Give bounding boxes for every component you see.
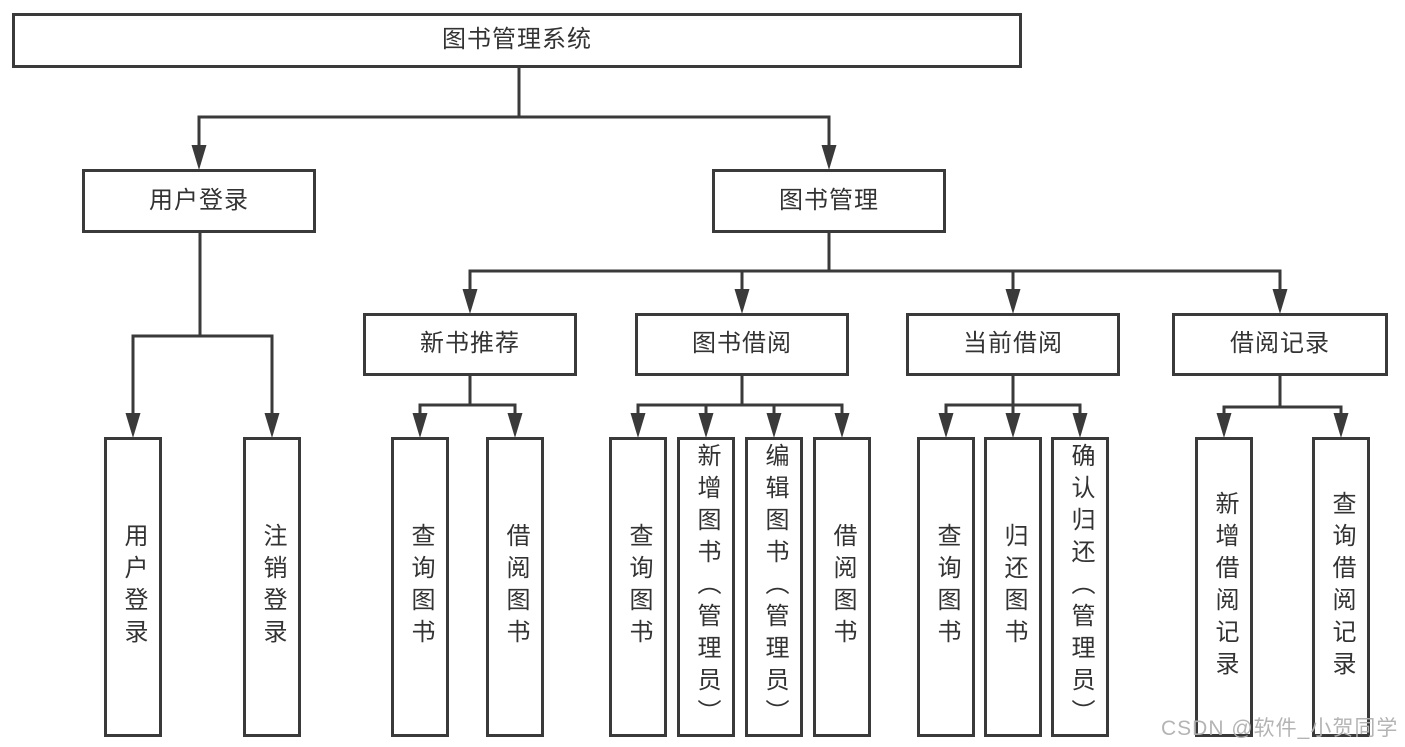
leaf-label: 查询图书 [625, 523, 652, 651]
leaf-label: 借阅图书 [502, 523, 529, 651]
node-borrow-records: 借阅记录 [1172, 313, 1388, 376]
csdn-watermark: CSDN @软件_小贺同学 [1161, 717, 1399, 740]
leaf-confirm-return-admin: 确认归还（管理员） [1051, 437, 1109, 737]
leaf-label: 注销登录 [259, 523, 286, 651]
node-label: 用户登录 [149, 186, 249, 214]
leaf-edit-book-admin: 编辑图书（管理员） [745, 437, 803, 737]
node-book-management-system: 图书管理系统 [12, 13, 1022, 68]
leaf-query-book-current: 查询图书 [917, 437, 975, 737]
leaf-label: 确认归还（管理员） [1067, 443, 1094, 731]
leaf-return-book: 归还图书 [984, 437, 1042, 737]
node-label: 图书借阅 [692, 330, 792, 358]
node-user-login: 用户登录 [82, 169, 316, 233]
leaf-query-borrow-record: 查询借阅记录 [1312, 437, 1370, 737]
leaf-label: 查询图书 [933, 523, 960, 651]
node-label: 新书推荐 [420, 330, 520, 358]
leaf-borrow-book: 借阅图书 [813, 437, 871, 737]
leaf-label: 查询借阅记录 [1328, 491, 1355, 683]
node-current-borrow: 当前借阅 [906, 313, 1120, 376]
leaf-label: 用户登录 [120, 523, 147, 651]
node-book-borrow: 图书借阅 [635, 313, 849, 376]
node-label: 图书管理系统 [442, 26, 592, 54]
leaf-label: 查询图书 [407, 523, 434, 651]
leaf-label: 编辑图书（管理员） [761, 443, 788, 731]
leaf-user-login: 用户登录 [104, 437, 162, 737]
leaf-label: 新增借阅记录 [1211, 491, 1238, 683]
node-label: 图书管理 [779, 186, 879, 214]
leaf-query-book-borrow: 查询图书 [609, 437, 667, 737]
leaf-add-borrow-record: 新增借阅记录 [1195, 437, 1253, 737]
leaf-query-book-recommend: 查询图书 [391, 437, 449, 737]
leaf-borrow-book-recommend: 借阅图书 [486, 437, 544, 737]
leaf-label: 归还图书 [1000, 523, 1027, 651]
leaf-label: 新增图书（管理员） [693, 443, 720, 731]
node-new-book-recommend: 新书推荐 [363, 313, 577, 376]
node-label: 当前借阅 [963, 330, 1063, 358]
leaf-logout: 注销登录 [243, 437, 301, 737]
node-book-management: 图书管理 [712, 169, 946, 233]
leaf-label: 借阅图书 [829, 523, 856, 651]
node-label: 借阅记录 [1230, 330, 1330, 358]
leaf-add-book-admin: 新增图书（管理员） [677, 437, 735, 737]
